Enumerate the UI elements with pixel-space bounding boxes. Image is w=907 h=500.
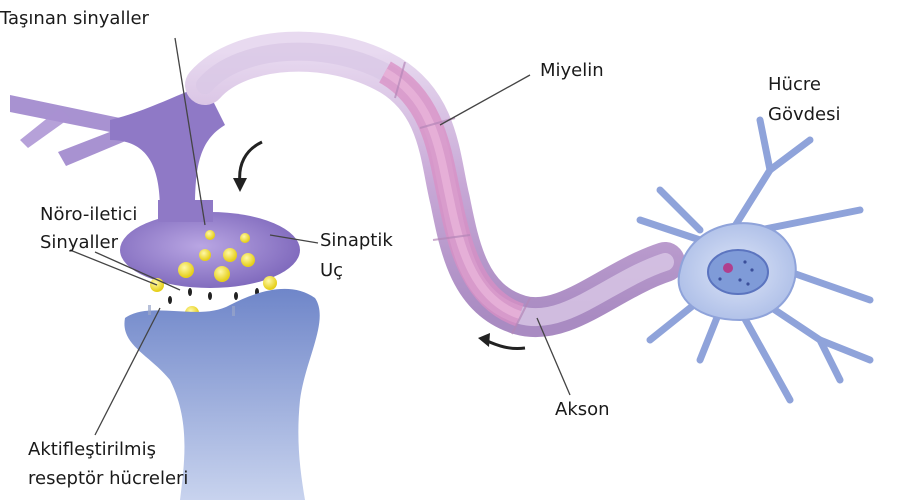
nucleus <box>708 250 768 294</box>
label-hucre-govdesi-2: Gövdesi <box>768 102 841 128</box>
label-sinaptik-uc-2: Uç <box>320 258 343 284</box>
label-aktiflestirilmis-1: Aktifleştirilmiş <box>28 437 156 463</box>
curved-arrow-down-icon <box>233 142 262 192</box>
label-miyelin: Miyelin <box>540 58 604 84</box>
synaptic-terminal <box>120 212 300 288</box>
label-aktiflestirilmis-2: reseptör hücreleri <box>28 466 188 492</box>
label-noro-iletici-2: Sinyaller <box>40 230 118 256</box>
curved-arrow-left-icon <box>478 333 525 349</box>
label-noro-iletici-1: Nöro-iletici <box>40 202 137 228</box>
label-sinaptik-uc-1: Sinaptik <box>320 228 393 254</box>
label-akson: Akson <box>555 397 610 423</box>
label-tasinan-sinyaller: Taşınan sinyaller <box>0 6 149 32</box>
label-hucre-govdesi-1: Hücre <box>768 72 821 98</box>
